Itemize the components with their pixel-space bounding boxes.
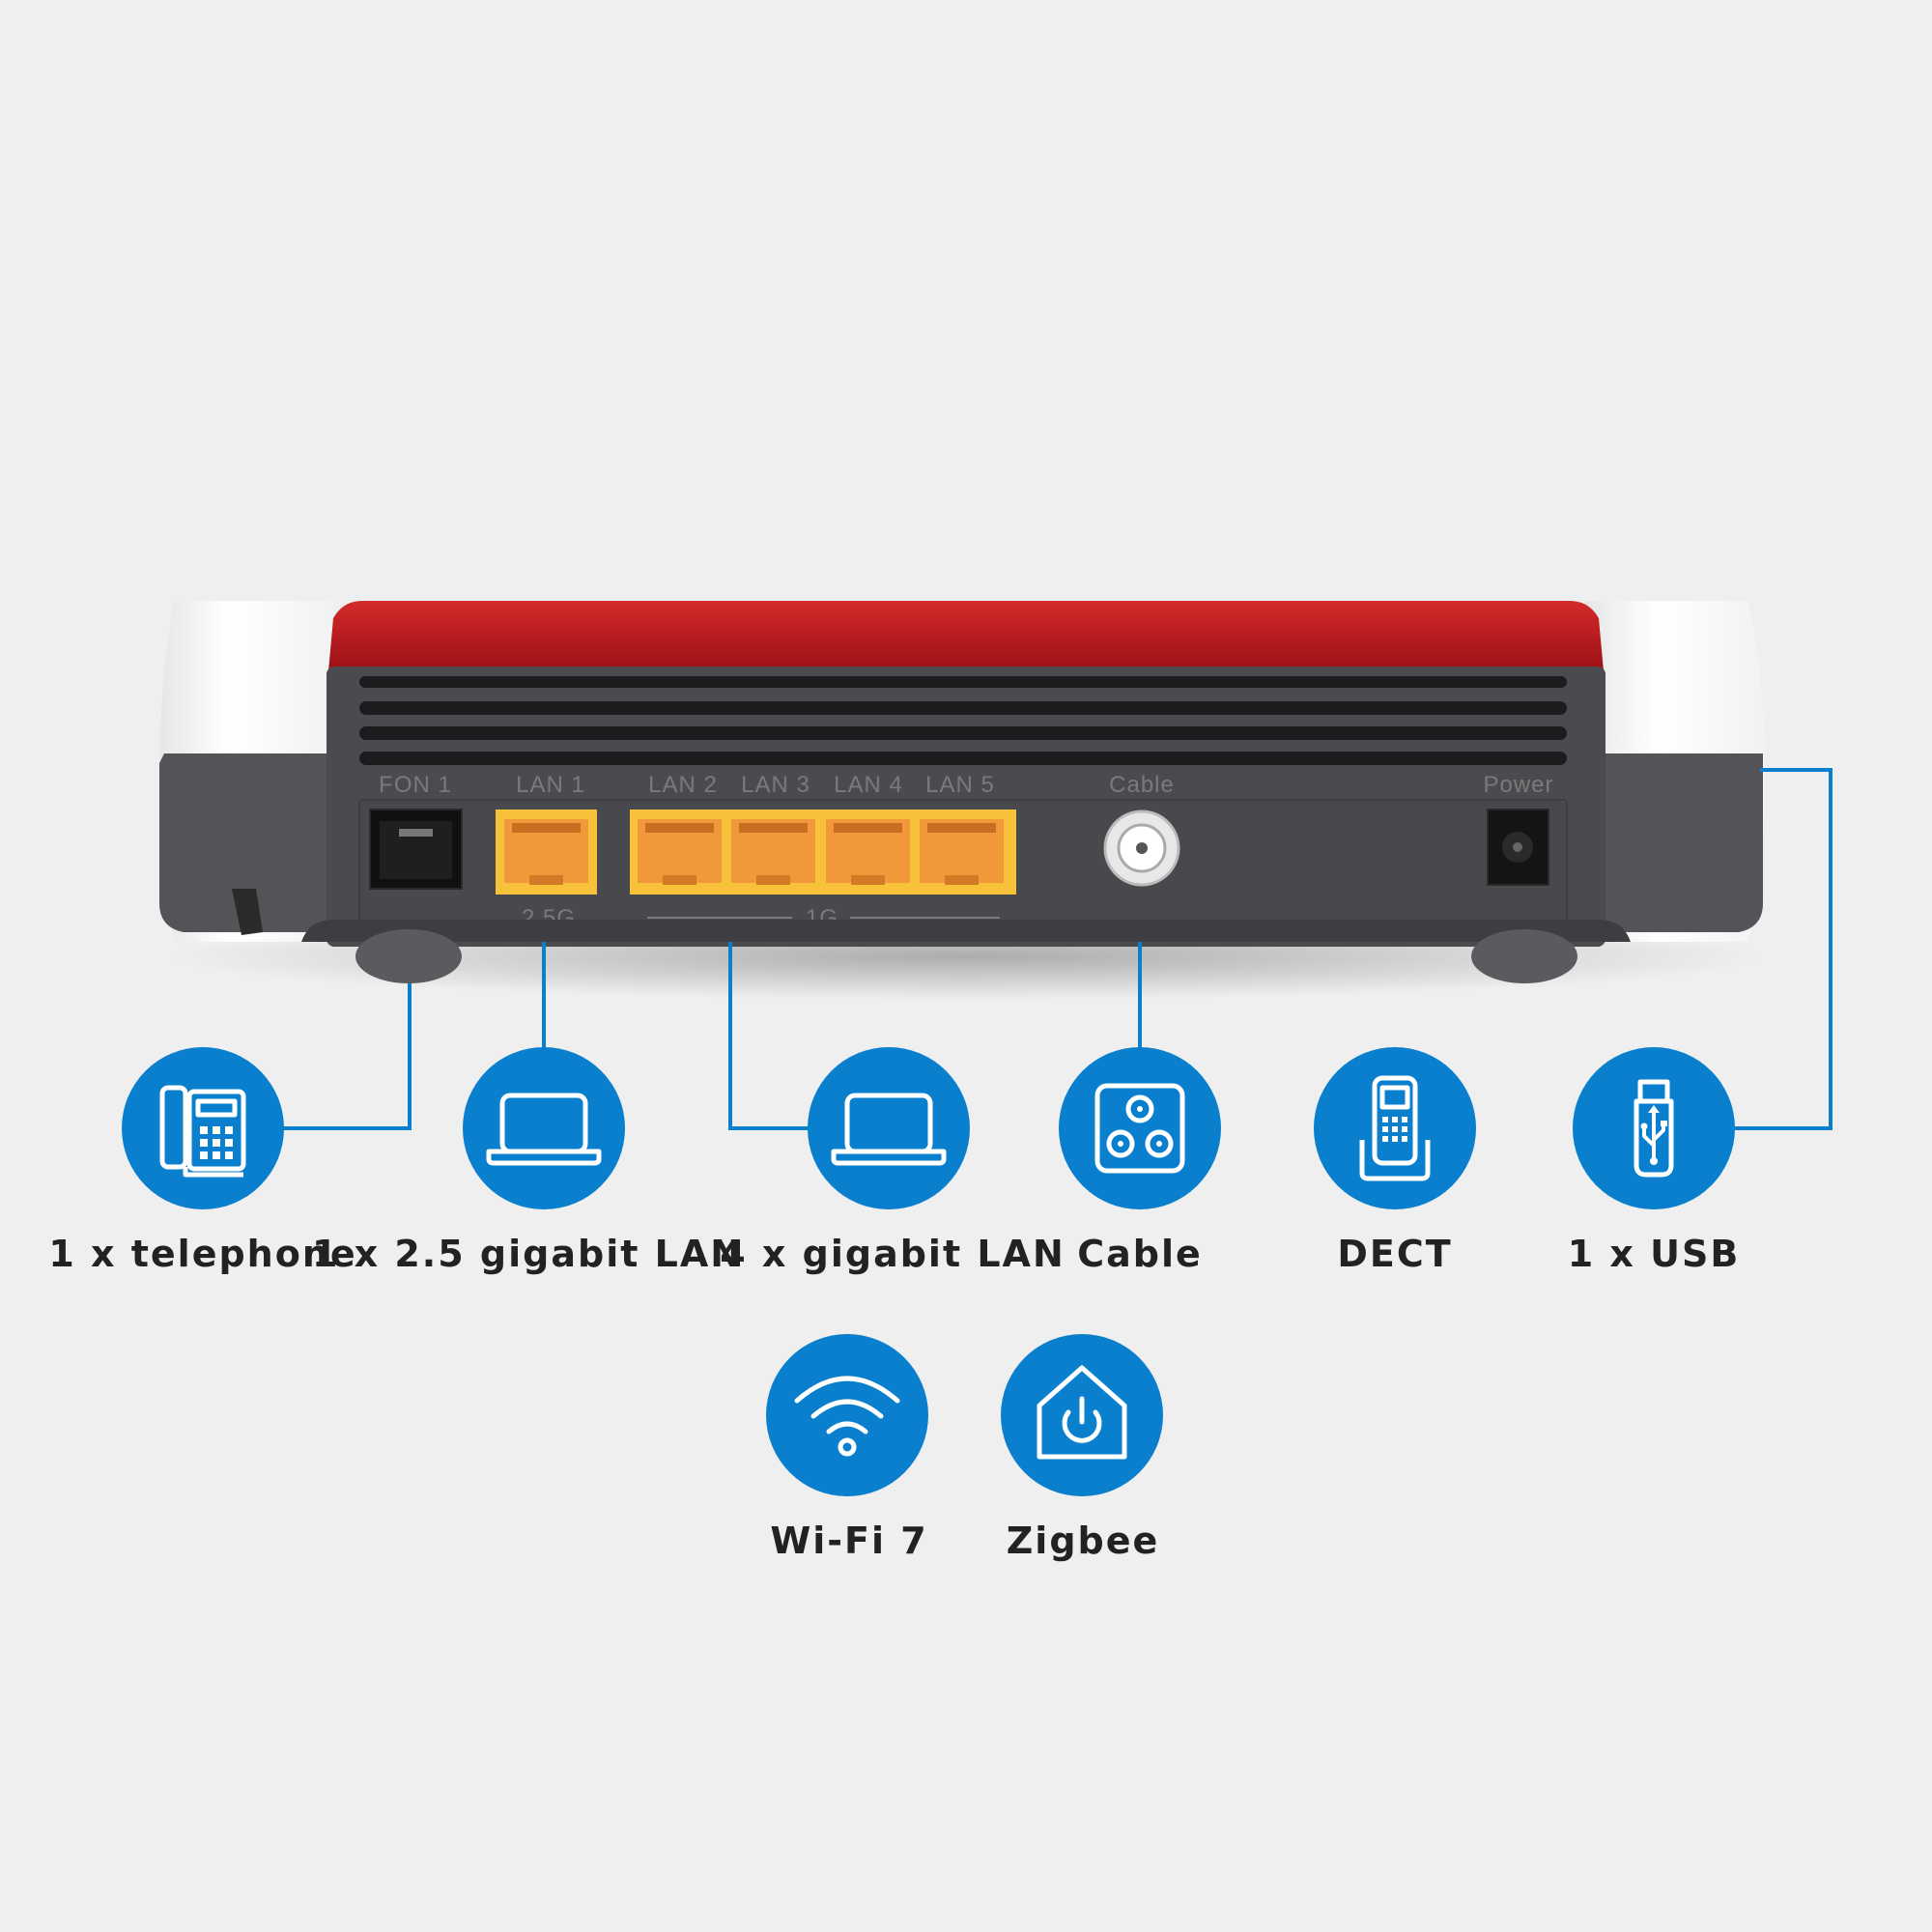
laptop-icon: [486, 1093, 602, 1166]
lan2-port[interactable]: [638, 819, 722, 885]
cable-clip: [232, 889, 263, 935]
lan4-port[interactable]: [826, 819, 910, 885]
port-label-fon1: FON 1: [379, 772, 452, 798]
feature-label-wifi: Wi-Fi 7: [770, 1520, 928, 1562]
feature-label-cable: Cable: [1077, 1233, 1203, 1275]
feature-label-telephone: 1 x telephone: [48, 1233, 357, 1275]
line-usb: [1735, 768, 1833, 1130]
port-label-power: Power: [1483, 772, 1553, 798]
lan5-port[interactable]: [920, 819, 1004, 885]
port-label-lan1: LAN 1: [516, 772, 585, 798]
port-label-lan5: LAN 5: [925, 772, 995, 798]
cable-socket[interactable]: [1103, 810, 1180, 887]
laptop-icon: [831, 1093, 947, 1166]
router-back-view: FON 1 LAN 1 LAN 2 LAN 3 LAN 4 LAN 5 Cabl…: [159, 601, 1766, 983]
lan3-port[interactable]: [731, 819, 815, 885]
port-label-lan3: LAN 3: [741, 772, 810, 798]
feature-wifi-circle: [766, 1334, 928, 1496]
line-telephone: [282, 983, 412, 1130]
callout-lines: [282, 768, 1833, 1130]
left-end-block: [159, 753, 328, 932]
wifi-icon: [794, 1376, 900, 1457]
coax-socket-icon: [1094, 1083, 1185, 1174]
feature-zigbee-circle: [1001, 1334, 1163, 1496]
line-lan1g: [728, 942, 810, 1130]
right-end-block: [1604, 753, 1763, 932]
base-plate: [301, 920, 1631, 942]
port-label-lan4: LAN 4: [834, 772, 903, 798]
power-socket[interactable]: [1487, 809, 1549, 886]
feature-usb-circle: [1573, 1047, 1735, 1209]
foot-right: [1471, 929, 1577, 983]
feature-telephone-circle: [122, 1047, 284, 1209]
feature-cable-circle: [1059, 1047, 1221, 1209]
fon-port[interactable]: [369, 809, 463, 890]
feature-label-dect: DECT: [1337, 1233, 1453, 1275]
vent-grille: [359, 676, 1567, 765]
feature-lan1g-circle: [808, 1047, 970, 1209]
feature-label-usb: 1 x USB: [1567, 1233, 1741, 1275]
lan1-port[interactable]: [496, 810, 597, 895]
feature-dect-circle: [1314, 1047, 1476, 1209]
telephone-keypad: [200, 1126, 233, 1159]
feature-label-lan25: 1 x 2.5 gigabit LAN: [311, 1233, 744, 1275]
feature-lan25-circle: [463, 1047, 625, 1209]
port-label-cable: Cable: [1109, 772, 1175, 798]
foot-left: [355, 929, 462, 983]
red-top-cover: [328, 601, 1604, 671]
smart-home-icon: [1037, 1365, 1127, 1460]
port-label-lan2: LAN 2: [648, 772, 718, 798]
usb-stick-icon: [1634, 1079, 1674, 1178]
feature-label-zigbee: Zigbee: [1006, 1520, 1160, 1562]
telephone-icon: [159, 1085, 246, 1178]
feature-label-lan1g: 4 x gigabit LAN: [720, 1233, 1065, 1275]
dect-phone-icon: [1359, 1075, 1431, 1181]
